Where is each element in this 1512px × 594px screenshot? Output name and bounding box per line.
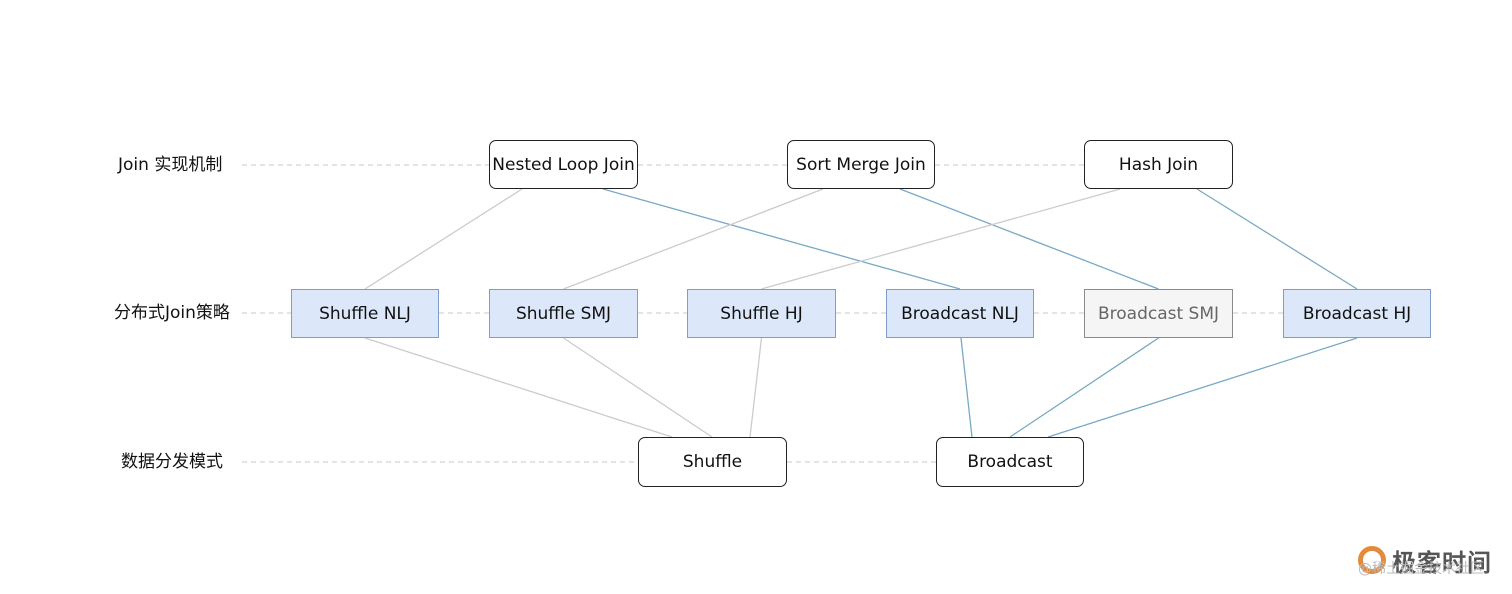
watermark-brand: 极客时间 — [1392, 548, 1492, 577]
node-broadcast-nlj: Broadcast NLJ — [886, 289, 1034, 338]
edge-layer — [364, 188, 1358, 438]
edge-broadcast-hj-to-broadcast — [1047, 337, 1358, 438]
edge-shuffle-smj-to-shuffle — [563, 337, 713, 438]
node-nested-loop-join: Nested Loop Join — [489, 140, 638, 189]
node-sort-merge-join: Sort Merge Join — [787, 140, 935, 189]
edge-hash-to-broadcast-hj — [1196, 188, 1358, 290]
edge-nested-loop-to-broadcast-nlj — [602, 188, 961, 290]
watermark-credit: @稀土掘金技术社区 — [1358, 561, 1484, 577]
edge-nested-loop-to-shuffle-nlj — [364, 188, 523, 290]
node-shuffle-smj: Shuffle SMJ — [489, 289, 638, 338]
edge-hash-to-shuffle-hj — [761, 188, 1121, 290]
node-broadcast-hj: Broadcast HJ — [1283, 289, 1431, 338]
node-shuffle-nlj: Shuffle NLJ — [291, 289, 439, 338]
row-label-distribution-mode: 数据分发模式 — [121, 452, 223, 472]
node-shuffle: Shuffle — [638, 437, 787, 487]
watermark: 极客时间 — [1358, 540, 1492, 580]
node-broadcast-smj: Broadcast SMJ — [1084, 289, 1233, 338]
edge-shuffle-hj-to-shuffle — [749, 337, 763, 438]
edge-sort-merge-to-shuffle-smj — [563, 188, 824, 290]
row-label-join-mechanism: Join 实现机制 — [118, 155, 223, 175]
node-hash-join: Hash Join — [1084, 140, 1233, 189]
edge-broadcast-nlj-to-broadcast — [960, 337, 973, 438]
node-shuffle-hj: Shuffle HJ — [687, 289, 836, 338]
edge-sort-merge-to-broadcast-smj — [899, 188, 1159, 290]
geektime-logo-icon — [1358, 546, 1386, 574]
edge-shuffle-nlj-to-shuffle — [364, 337, 673, 438]
edge-broadcast-smj-to-broadcast — [1009, 337, 1159, 438]
row-label-distributed-strategy: 分布式Join策略 — [114, 303, 230, 323]
node-broadcast: Broadcast — [936, 437, 1084, 487]
